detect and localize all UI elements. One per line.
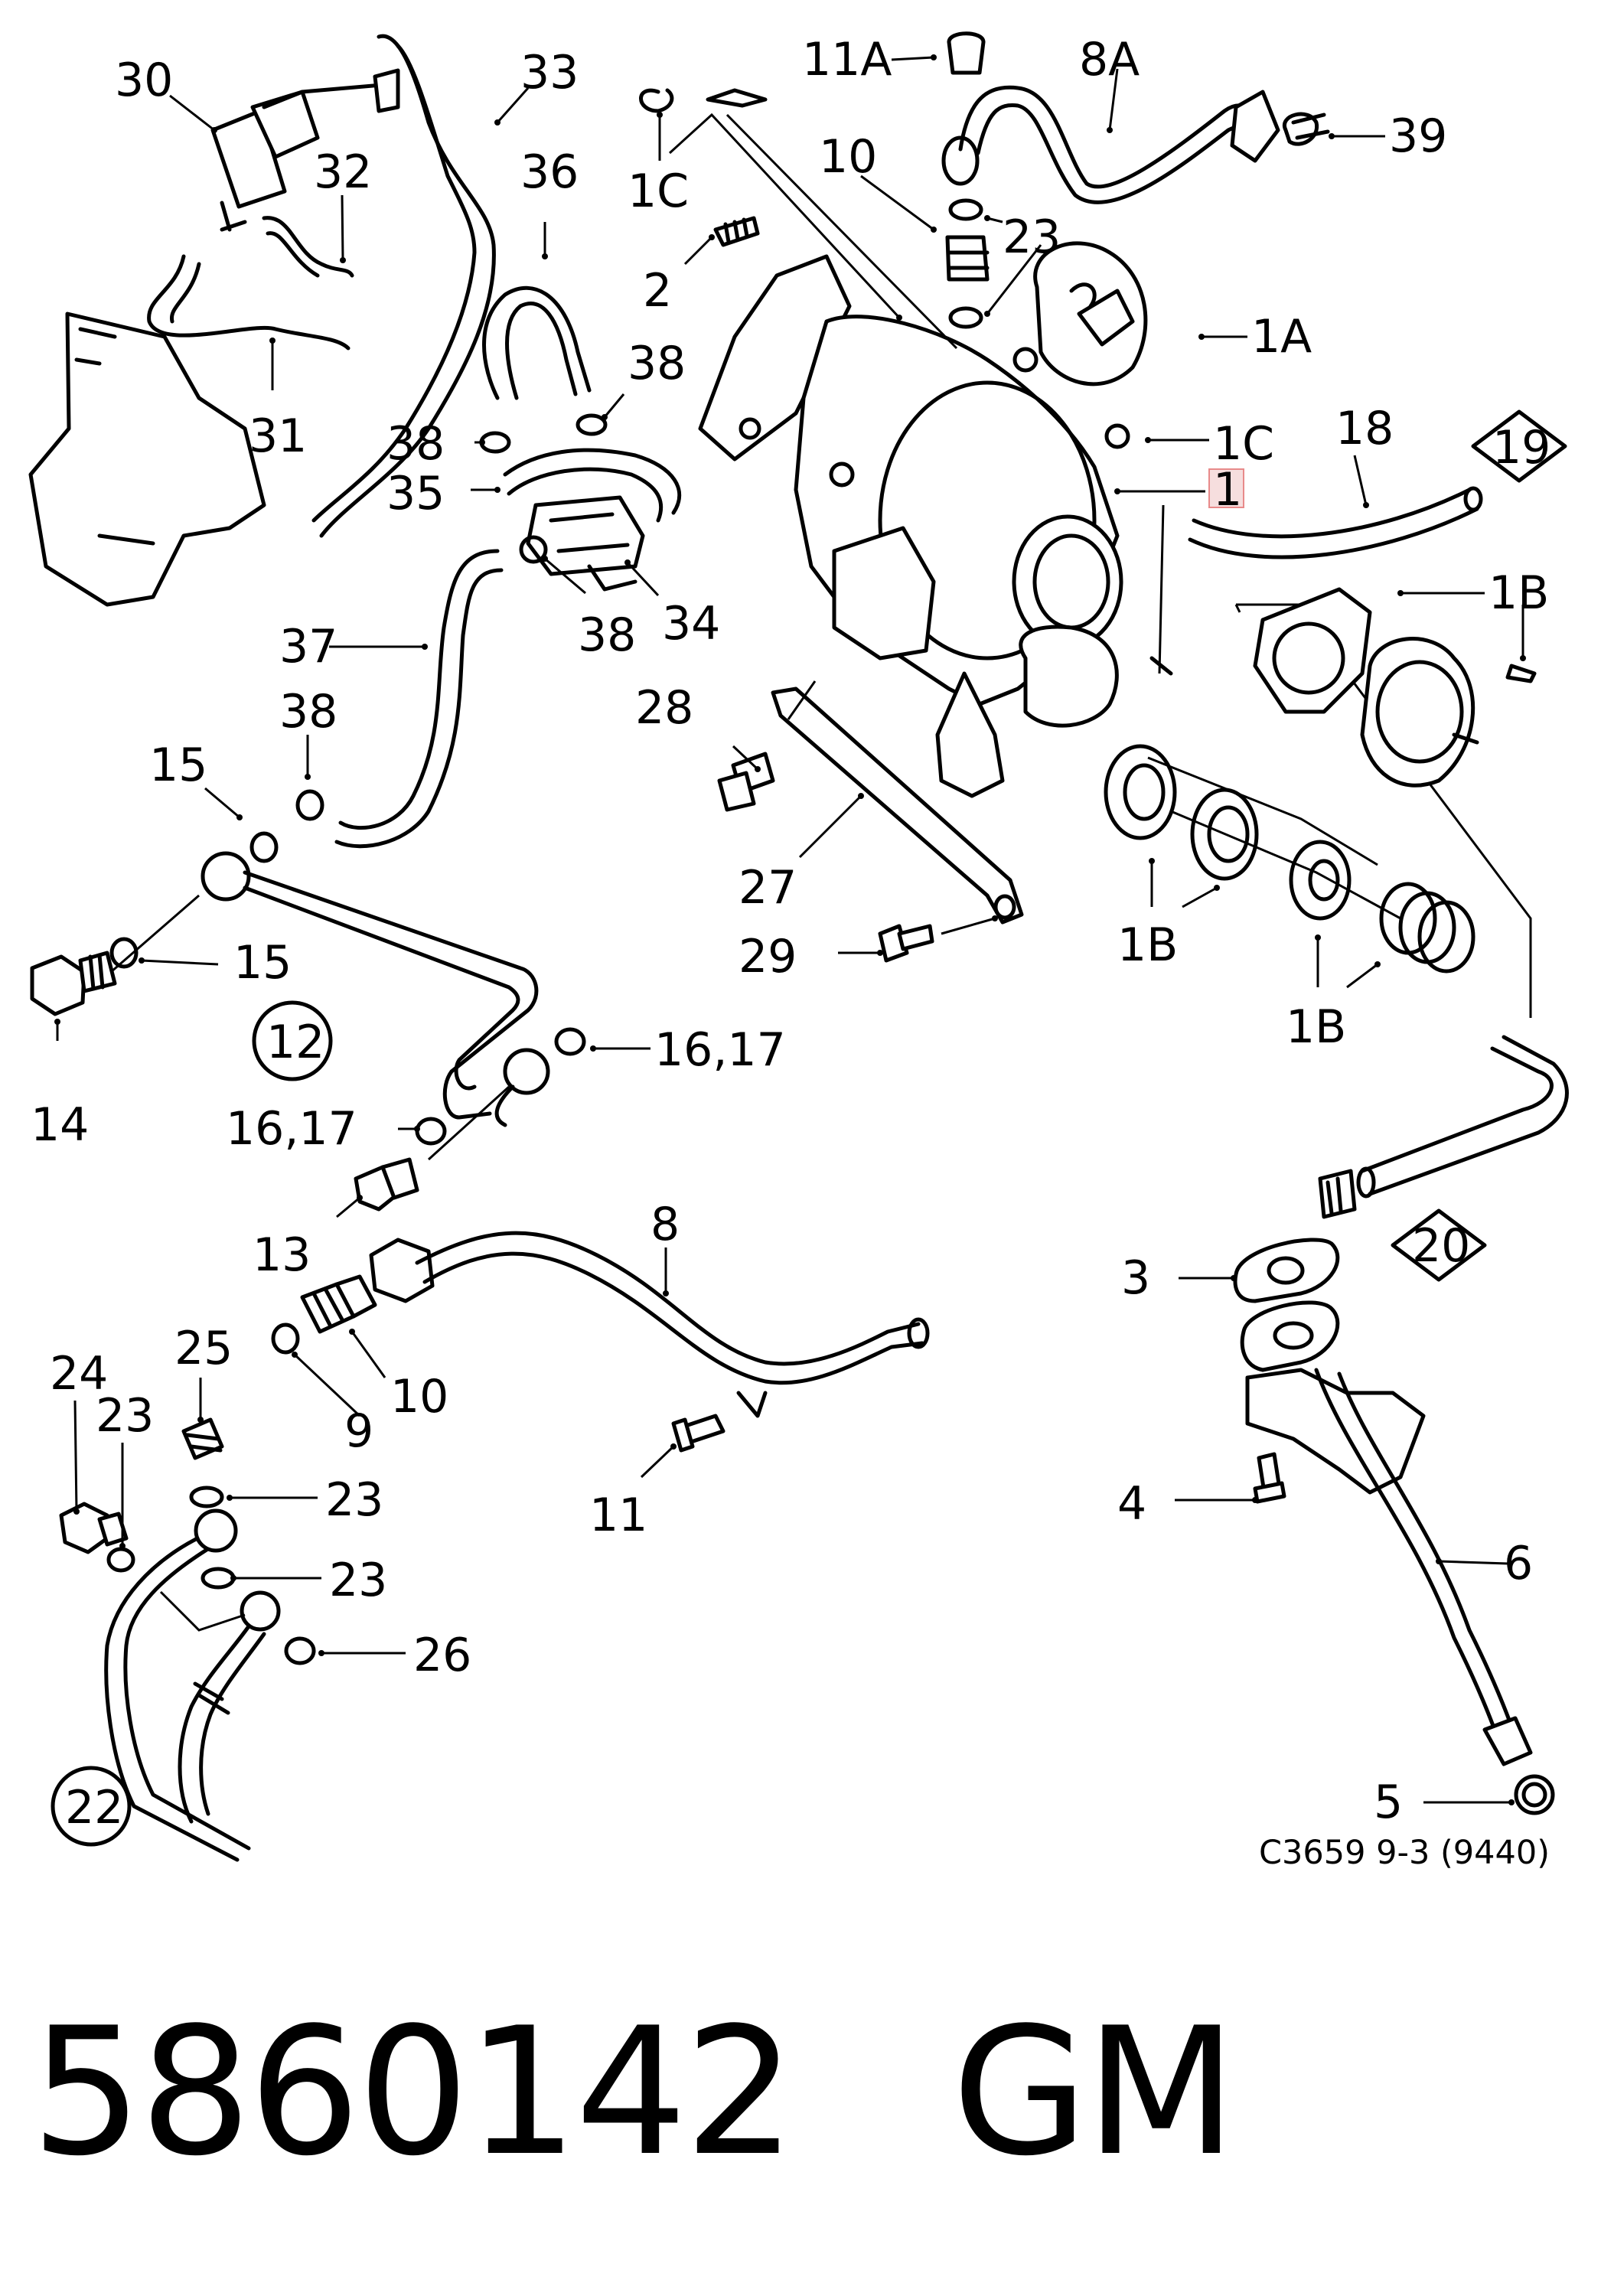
gasket-3 xyxy=(1233,1238,1340,1303)
callout-6: 6 xyxy=(1504,1537,1533,1590)
actuator-group-1B xyxy=(1104,587,1537,1018)
callout-8: 8 xyxy=(651,1198,680,1251)
callout-14: 14 xyxy=(31,1098,89,1152)
banjo-bolt-13 xyxy=(354,1157,419,1212)
circle-marker-12 xyxy=(252,1000,333,1081)
union-10 xyxy=(300,1274,377,1334)
callout-11A: 11A xyxy=(802,33,892,86)
o-rings xyxy=(106,198,1555,1815)
diamond-marker-20 xyxy=(1391,1208,1487,1282)
callout-23-c: 23 xyxy=(325,1473,383,1527)
diagram-reference-code: C3659 9-3 (9440) xyxy=(1259,1834,1550,1872)
leader-lines xyxy=(54,54,1526,1805)
callout-34: 34 xyxy=(662,597,720,651)
oil-pipe-8A xyxy=(941,85,1280,204)
exploded-parts-diagram: 30 33 32 36 31 38 38 35 37 38 34 38 11A … xyxy=(28,31,1569,1872)
bolt-28 xyxy=(717,752,775,812)
callout-38-a: 38 xyxy=(386,417,445,471)
hose-36 xyxy=(482,285,592,400)
callout-3: 3 xyxy=(1121,1251,1150,1305)
callout-38-d: 38 xyxy=(279,685,337,739)
callout-1A: 1A xyxy=(1251,310,1312,364)
callout-15-b: 15 xyxy=(233,936,292,990)
callout-35: 35 xyxy=(386,467,445,520)
turbocharger-1 xyxy=(698,241,1173,798)
callout-1B-c: 1B xyxy=(1286,1000,1346,1054)
coolant-pipe-6 xyxy=(1240,1300,1533,1766)
callout-23-a: 23 xyxy=(1003,210,1061,264)
callout-19: 19 xyxy=(1492,421,1550,475)
clamp-39 xyxy=(1282,112,1330,146)
callout-10-b: 10 xyxy=(390,1370,448,1424)
callout-26: 26 xyxy=(413,1629,471,1682)
highlight-box-1 xyxy=(1208,468,1244,508)
callout-33: 33 xyxy=(520,46,579,99)
callout-1B-a: 1B xyxy=(1489,566,1549,620)
callout-1: 1 xyxy=(1213,463,1242,517)
callout-18: 18 xyxy=(1335,402,1394,455)
callout-38-c: 38 xyxy=(578,608,636,662)
pipe-35 xyxy=(503,448,682,523)
callout-28: 28 xyxy=(635,681,693,735)
brand-name: GM xyxy=(951,1991,1237,2195)
callout-2: 2 xyxy=(643,264,672,318)
bolt-4 xyxy=(1253,1452,1286,1504)
callout-15-a: 15 xyxy=(149,739,207,792)
callout-30: 30 xyxy=(115,54,173,107)
callout-13: 13 xyxy=(253,1228,311,1282)
callout-9: 9 xyxy=(344,1404,373,1458)
bracket-27 xyxy=(771,687,1024,925)
callout-12: 12 xyxy=(266,1016,324,1069)
callout-labels: 30 33 32 36 31 38 38 35 37 38 34 38 11A … xyxy=(31,33,1550,1835)
callout-1B-b: 1B xyxy=(1117,918,1178,972)
hose-37 xyxy=(334,549,504,849)
callout-25: 25 xyxy=(174,1322,233,1375)
callout-23-d: 23 xyxy=(329,1554,387,1607)
banjo-bolt-14 xyxy=(30,951,117,1016)
union-11A-10 xyxy=(945,31,990,282)
callout-4: 4 xyxy=(1117,1477,1146,1531)
valve-34 xyxy=(526,495,645,592)
coolant-pipe-20 xyxy=(1318,1035,1569,1219)
oil-pipe-22 xyxy=(59,1417,281,1862)
hose-33 xyxy=(311,34,496,538)
solenoid-valve-30 xyxy=(28,68,400,607)
callout-16-17-a: 16,17 xyxy=(654,1023,786,1077)
callout-37: 37 xyxy=(279,620,337,673)
bolt-11 xyxy=(671,1414,726,1453)
callout-39: 39 xyxy=(1389,109,1447,163)
part-number: 5860142 xyxy=(31,1991,796,2195)
callout-36: 36 xyxy=(520,145,579,199)
callout-10-a: 10 xyxy=(819,130,877,184)
clips-1C xyxy=(639,88,768,113)
oil-pipe-8 xyxy=(369,1231,930,1418)
callout-27: 27 xyxy=(739,861,797,915)
oil-pipe-12 xyxy=(201,851,550,1127)
part-number-caption: 5860142 GM xyxy=(31,2005,1237,2181)
callout-8A: 8A xyxy=(1079,33,1140,86)
callout-16-17-b: 16,17 xyxy=(226,1102,357,1156)
callout-22: 22 xyxy=(65,1781,123,1835)
hose-18 xyxy=(1188,486,1483,559)
bolt-29 xyxy=(878,924,934,963)
hose-31-32 xyxy=(147,216,354,351)
callout-24: 24 xyxy=(50,1347,108,1401)
callout-11: 11 xyxy=(589,1489,647,1542)
callout-31: 31 xyxy=(249,409,307,463)
stud-2 xyxy=(713,216,760,247)
callout-38-b: 38 xyxy=(628,337,686,390)
callout-29: 29 xyxy=(739,930,797,983)
callout-1C-b: 1C xyxy=(1213,417,1274,471)
callout-23-b: 23 xyxy=(96,1389,154,1443)
callout-20: 20 xyxy=(1412,1219,1470,1273)
diamond-marker-19 xyxy=(1471,409,1567,483)
callout-32: 32 xyxy=(314,145,372,199)
part-drawings xyxy=(28,31,1569,1862)
callout-5: 5 xyxy=(1374,1776,1403,1829)
circle-marker-22 xyxy=(51,1766,132,1847)
callout-1C-a: 1C xyxy=(628,165,689,218)
